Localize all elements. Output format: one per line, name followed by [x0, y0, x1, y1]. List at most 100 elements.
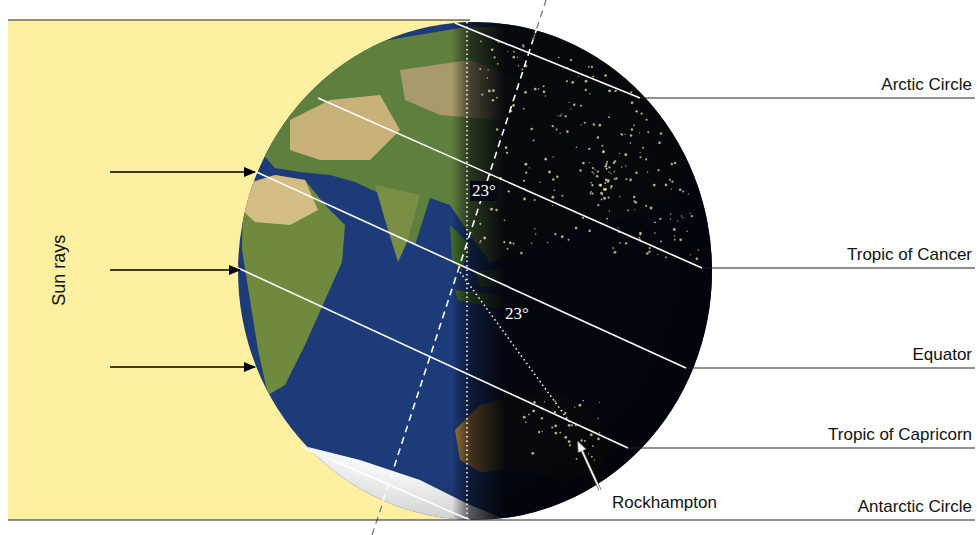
- city-light: [593, 173, 594, 174]
- city-light: [554, 411, 557, 414]
- city-light: [613, 162, 615, 164]
- sun-rays-label: Sun rays: [50, 234, 71, 305]
- city-light: [645, 205, 647, 207]
- city-light: [592, 75, 594, 77]
- city-light: [608, 172, 609, 173]
- city-light: [633, 196, 635, 198]
- city-light: [621, 166, 622, 167]
- city-light: [525, 421, 527, 423]
- city-light: [691, 215, 693, 217]
- city-light: [569, 102, 570, 103]
- city-light: [495, 209, 498, 212]
- city-light: [533, 401, 536, 404]
- city-light: [610, 173, 611, 174]
- city-light: [592, 184, 593, 185]
- latitude-label: Arctic Circle: [881, 75, 972, 95]
- city-light: [584, 122, 586, 124]
- city-light: [590, 191, 592, 193]
- city-light: [561, 235, 564, 238]
- city-light: [599, 402, 600, 403]
- earth-axis: [372, 0, 546, 535]
- city-light: [647, 131, 649, 133]
- city-light: [554, 189, 556, 191]
- city-light: [566, 130, 569, 133]
- city-light: [578, 76, 579, 77]
- city-light: [597, 136, 600, 139]
- city-light: [530, 128, 533, 131]
- city-light: [518, 65, 519, 66]
- city-light: [621, 134, 623, 136]
- city-light: [610, 185, 612, 187]
- city-light: [604, 188, 606, 190]
- city-light: [513, 56, 516, 59]
- city-light: [571, 81, 574, 84]
- city-light: [608, 196, 610, 198]
- city-light: [487, 69, 488, 70]
- city-light: [599, 124, 602, 127]
- city-light: [625, 165, 626, 166]
- city-light: [488, 90, 491, 93]
- city-light: [590, 182, 592, 184]
- city-light: [522, 44, 524, 46]
- city-light: [588, 229, 591, 232]
- city-light: [490, 208, 493, 211]
- city-light: [544, 401, 545, 402]
- city-light: [538, 88, 540, 90]
- city-light: [479, 242, 480, 243]
- city-light: [657, 254, 658, 255]
- city-light: [605, 182, 606, 183]
- city-light: [648, 250, 650, 252]
- city-light: [601, 198, 603, 200]
- city-light: [585, 80, 588, 83]
- city-light: [539, 182, 540, 183]
- city-light: [559, 432, 561, 434]
- city-light: [544, 158, 547, 161]
- city-light: [604, 188, 606, 190]
- city-light: [674, 162, 677, 165]
- city-light: [567, 239, 569, 241]
- city-light: [531, 243, 533, 245]
- city-light: [619, 196, 620, 197]
- city-light: [507, 248, 509, 250]
- city-light: [602, 151, 604, 153]
- city-light: [492, 89, 495, 92]
- city-light: [552, 125, 554, 127]
- city-light: [634, 209, 635, 210]
- city-light: [554, 233, 556, 235]
- city-light: [532, 410, 535, 413]
- city-light: [573, 104, 575, 106]
- city-light: [548, 171, 551, 174]
- city-light: [556, 176, 558, 178]
- city-light: [600, 192, 603, 195]
- city-light: [545, 95, 546, 96]
- city-light: [582, 400, 584, 402]
- city-light: [660, 240, 662, 242]
- city-light: [677, 220, 678, 221]
- city-light: [523, 180, 525, 182]
- city-light: [534, 88, 537, 91]
- city-light: [574, 407, 575, 408]
- city-light: [512, 104, 515, 107]
- city-light: [590, 193, 591, 194]
- city-light: [523, 108, 525, 110]
- city-light: [564, 115, 566, 117]
- city-light: [654, 221, 656, 223]
- city-light: [596, 175, 599, 178]
- city-light: [627, 209, 629, 211]
- city-light: [682, 217, 683, 218]
- city-light: [538, 431, 540, 433]
- city-light: [564, 436, 567, 439]
- city-light: [558, 57, 560, 59]
- city-light: [551, 426, 553, 428]
- city-light: [619, 153, 620, 154]
- city-light: [698, 249, 700, 251]
- city-light: [590, 192, 592, 194]
- city-light: [642, 147, 644, 149]
- city-light: [696, 257, 699, 260]
- city-light: [670, 218, 671, 219]
- city-light: [513, 51, 515, 53]
- latitude-label: Tropic of Cancer: [847, 245, 972, 265]
- city-light: [557, 115, 558, 116]
- city-light: [569, 444, 571, 446]
- city-light: [606, 161, 608, 163]
